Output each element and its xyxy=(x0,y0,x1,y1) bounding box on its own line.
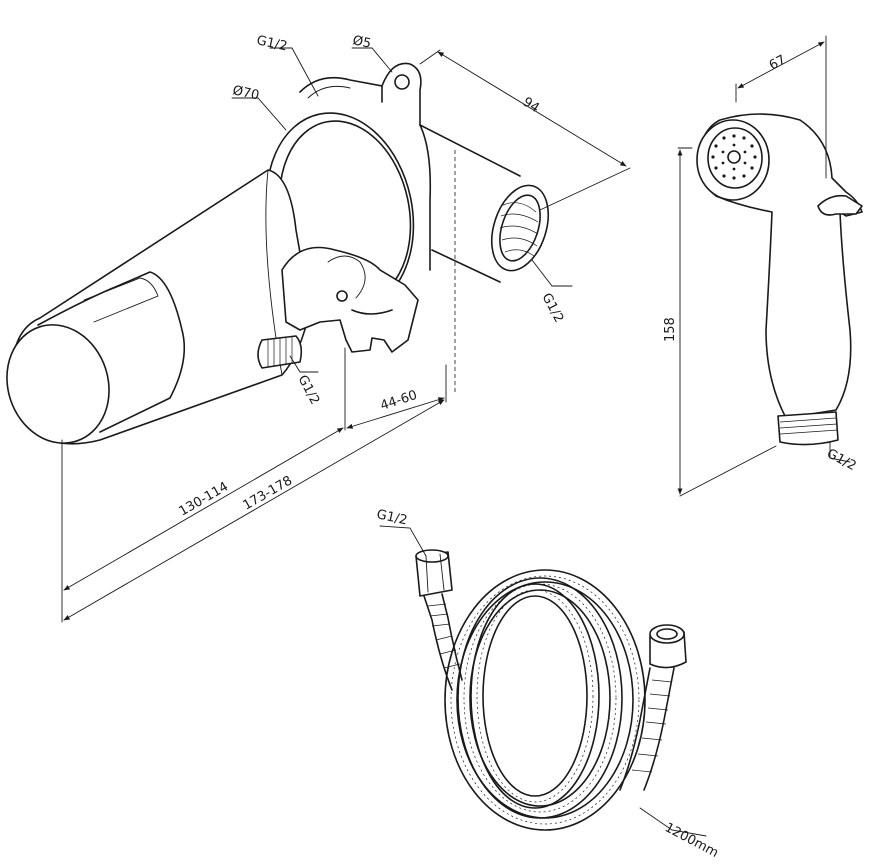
sprayer-dimensions xyxy=(677,35,851,497)
label-projection-short: 130-114 xyxy=(177,479,232,519)
label-holder-range: 44-60 xyxy=(379,388,420,414)
label-hose-length: 1200mm xyxy=(662,820,721,861)
hand-sprayer xyxy=(696,113,863,446)
hose-right-nut-face xyxy=(649,624,685,644)
label-sprayer-thread: G1/2 xyxy=(824,446,858,474)
sprayer-holder xyxy=(281,246,419,353)
spray-nozzles xyxy=(711,134,757,180)
outlet-thread xyxy=(490,184,550,272)
label-projection-long: 173-178 xyxy=(241,473,296,513)
flexible-hose xyxy=(415,549,687,831)
sprayer-trigger xyxy=(817,194,863,216)
label-outlet-thread: G1/2 xyxy=(538,291,566,325)
label-sprayer-height: 158 xyxy=(663,317,678,342)
label-hose-thread: G1/2 xyxy=(375,507,408,528)
label-holder-outlet-thread: G1/2 xyxy=(294,373,322,407)
label-flange-diameter: Ø70 xyxy=(231,83,260,103)
label-sprayer-width: 67 xyxy=(767,53,789,74)
screw-hole xyxy=(394,74,410,90)
spray-face xyxy=(696,119,770,201)
sprayer-thread xyxy=(777,411,839,446)
label-screw-diameter: Ø5 xyxy=(351,33,372,52)
label-wall-inlet-thread: G1/2 xyxy=(255,33,288,54)
label-depth-94: 94 xyxy=(520,95,542,116)
wall-mixer-body xyxy=(6,62,550,445)
hose-left-nut-face xyxy=(415,549,449,563)
hose-dimensions xyxy=(379,525,707,837)
mixer-dimensions xyxy=(61,47,631,623)
